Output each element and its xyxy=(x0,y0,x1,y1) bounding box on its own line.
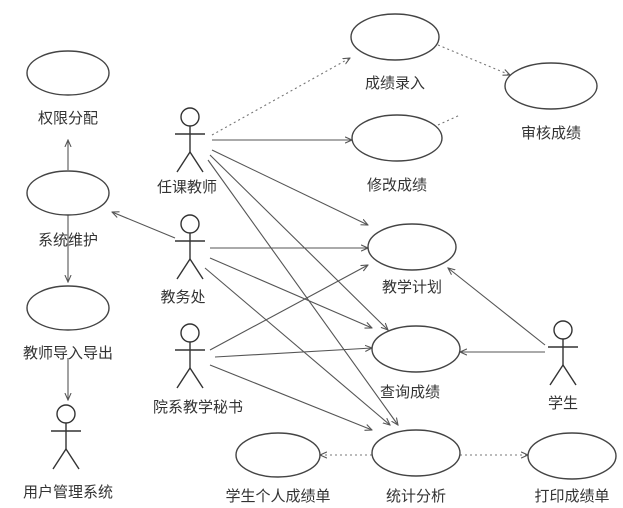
edge-student-teaching-plan xyxy=(448,268,546,346)
edge-teacher-score-entry xyxy=(211,58,350,136)
use-case-import-admins xyxy=(26,285,110,331)
use-case-labels: 成绩录入 审核成绩 权限分配 修改成绩 系统维护 教学计划 教师导入导出 查询成… xyxy=(23,74,610,505)
use-case-review-scores xyxy=(504,62,598,110)
actor-label-student: 学生 xyxy=(548,394,578,412)
label-system-maintenance: 系统维护 xyxy=(38,231,98,249)
use-case-system-maintenance xyxy=(26,170,110,216)
edge-office-system-maintenance xyxy=(112,212,176,239)
edge-teacher-statistics xyxy=(207,159,398,425)
label-import-admins: 教师导入导出 xyxy=(23,344,113,362)
actor-label-db-admin: 用户管理系统 xyxy=(23,483,113,501)
edge-secretary-statistics xyxy=(209,364,372,430)
label-query-scores: 查询成绩 xyxy=(380,383,440,401)
actor-dept-secretary xyxy=(175,323,205,389)
use-case-teaching-plan xyxy=(367,223,457,271)
use-case-modify-scores xyxy=(351,114,443,162)
label-authority-assign: 权限分配 xyxy=(38,109,98,127)
label-teaching-plan: 教学计划 xyxy=(382,278,442,296)
actor-label-academic-affairs: 教务处 xyxy=(160,288,205,306)
edge-teacher-query-scores xyxy=(209,154,388,330)
use-case-statistics xyxy=(371,429,461,477)
edge-office-query-scores xyxy=(209,257,372,328)
edge-secretary-teaching-plan xyxy=(209,265,368,351)
label-score-entry: 成绩录入 xyxy=(365,74,425,92)
label-print-grade-report: 打印成绩单 xyxy=(534,487,609,505)
actor-teacher xyxy=(175,107,205,173)
label-statistics: 统计分析 xyxy=(386,487,446,505)
use-case-authority-assign xyxy=(26,50,110,96)
label-review-scores: 审核成绩 xyxy=(521,124,581,142)
use-case-print-student-report xyxy=(235,432,321,478)
use-case-score-entry xyxy=(350,13,440,61)
actor-academic-affairs xyxy=(175,214,205,280)
connections xyxy=(68,44,546,455)
actor-label-teacher: 任课教师 xyxy=(157,178,217,196)
edge-score-entry-review xyxy=(437,44,510,75)
actor-student xyxy=(548,320,578,386)
use-case-query-scores xyxy=(371,325,461,373)
edge-teacher-teaching-plan xyxy=(211,149,368,225)
use-cases xyxy=(26,13,617,480)
label-print-student-report: 学生个人成绩单 xyxy=(225,487,330,505)
edge-secretary-query-scores xyxy=(214,348,372,358)
actor-label-dept-secretary: 院系教学秘书 xyxy=(153,398,243,416)
edge-modify-review xyxy=(437,114,461,126)
actor-db-admin xyxy=(51,404,81,470)
use-case-print-grade-report xyxy=(527,432,617,480)
edge-office-statistics xyxy=(204,267,390,425)
label-modify-scores: 修改成绩 xyxy=(367,176,427,194)
